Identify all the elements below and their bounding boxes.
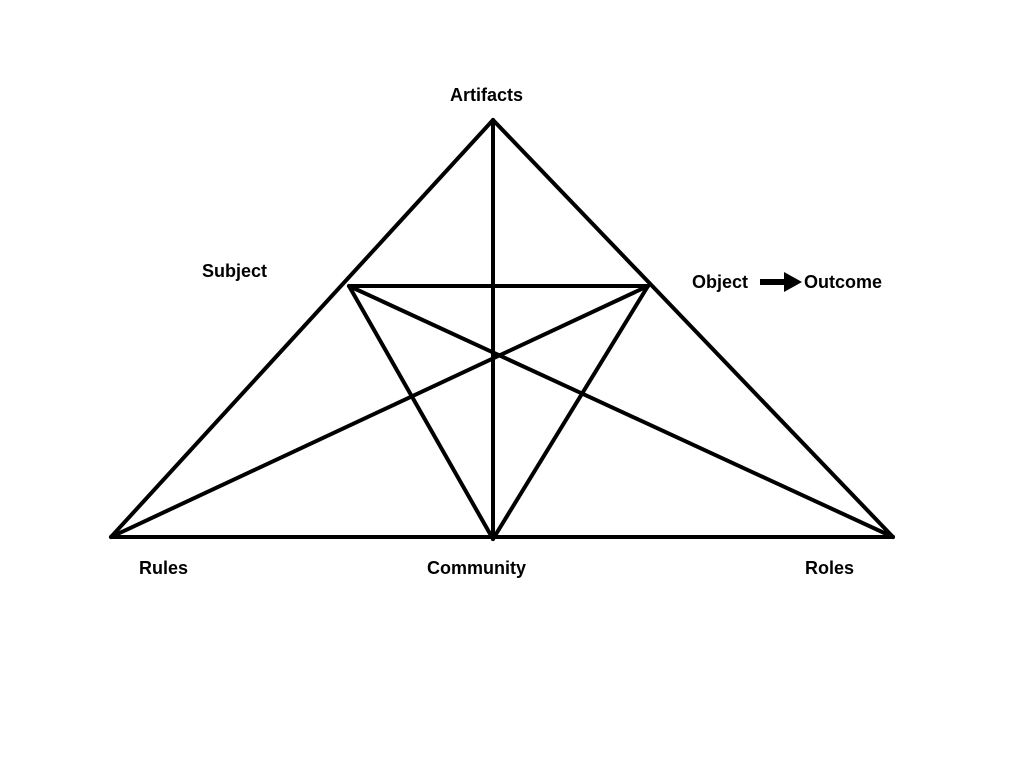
edge-object-rules [109,284,650,539]
roles-label: Roles [805,558,855,578]
edge-subject-roles [347,284,895,539]
edges-layer [109,118,895,541]
edge-artifacts-roles [491,118,895,539]
subject-label: Subject [202,261,268,281]
arrow-head-object-outcome [784,272,802,292]
community-label: Community [427,558,526,578]
edge-object-community [491,284,650,541]
arrow-layer [760,272,802,292]
outcome-label: Outcome [804,272,883,292]
rules-label: Rules [139,558,189,578]
edge-artifacts-rules [109,118,495,539]
artifacts-label: Artifacts [450,85,524,105]
object-label: Object [692,272,749,292]
edge-subject-community [347,284,495,541]
